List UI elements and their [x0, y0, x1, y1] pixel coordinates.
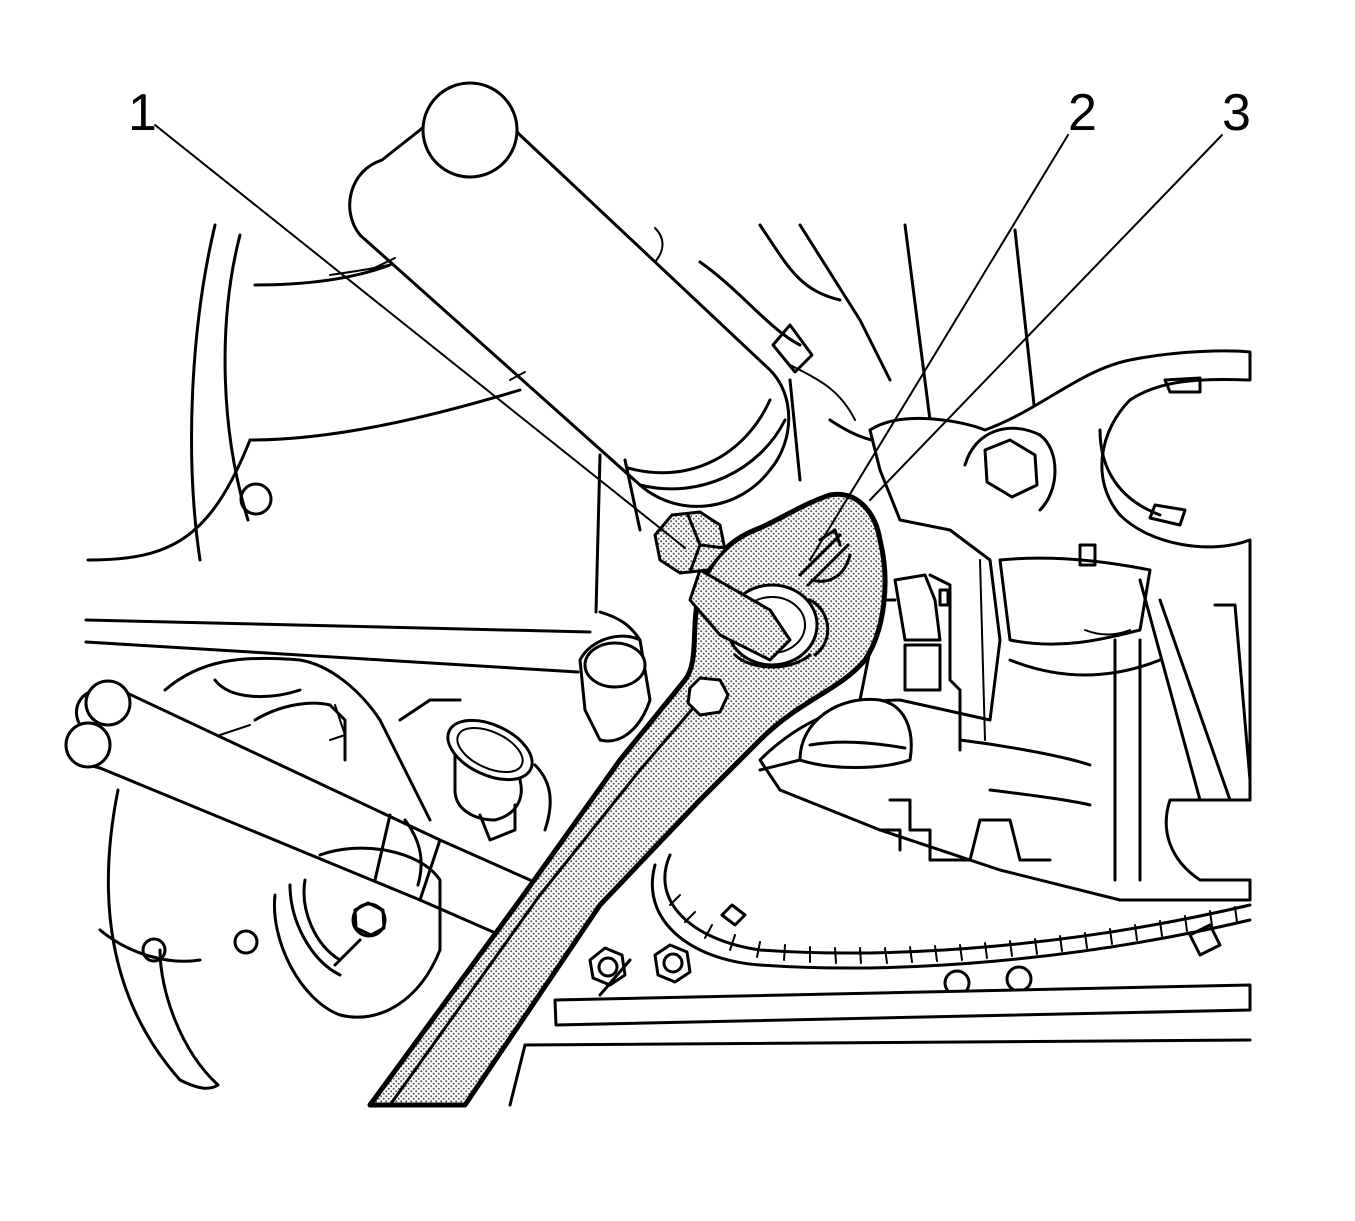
- callouts: 1 2 3: [128, 84, 1251, 142]
- callout-1: 1: [128, 84, 157, 142]
- frame-rail: [84, 618, 592, 674]
- upper-tool-bar: [348, 81, 791, 508]
- lower-frame: [508, 958, 1252, 1107]
- lower-left-axle: [64, 679, 532, 937]
- callout-3: 3: [1222, 84, 1251, 142]
- nuts: [588, 943, 1033, 997]
- hub: [272, 846, 442, 1019]
- bolt: [653, 510, 792, 717]
- leader-lines: [154, 124, 1223, 561]
- bushing-block: [578, 610, 652, 743]
- left-housing: [86, 223, 522, 562]
- ball-joint: [758, 598, 913, 772]
- callout-2: 2: [1068, 84, 1097, 142]
- dust-cap: [446, 718, 552, 842]
- cotter-pin: [798, 528, 852, 587]
- wire-harness: [650, 853, 1252, 970]
- upper-linkage: [594, 223, 1042, 614]
- lower-left-disc: [98, 656, 462, 1090]
